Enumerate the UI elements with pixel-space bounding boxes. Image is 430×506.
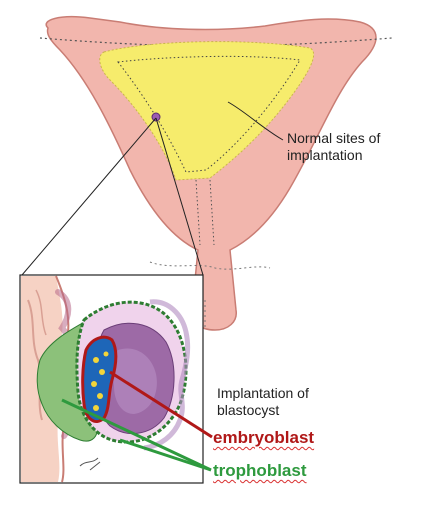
- cavity-dotted-outline: [117, 55, 301, 173]
- normal-implantation-zone: [99, 41, 315, 181]
- normal-sites-line-2: implantation: [287, 147, 363, 163]
- cervix-lines: [149, 261, 271, 270]
- normal-sites-label: Normal sites of implantation: [287, 130, 380, 164]
- trophoblast-pointer-2: [119, 438, 212, 472]
- normal-sites-line-1: Normal sites of: [287, 130, 381, 146]
- blastocyst-inset: [21, 275, 191, 483]
- embryoblast-pointer: [109, 370, 213, 439]
- implantation-site-dot: [151, 112, 161, 122]
- trophoblast-label: trophoblast: [213, 461, 307, 480]
- implantation-line-2: blastocyst: [217, 402, 280, 418]
- embryoblast-label: embryoblast: [213, 428, 315, 447]
- implantation-line-1: Implantation of: [217, 385, 309, 401]
- cervical-canal: [195, 179, 215, 246]
- normal-sites-pointer: [227, 101, 284, 141]
- implantation-label: Implantation of blastocyst: [217, 385, 309, 419]
- trophoblast-pointer-1: [61, 398, 212, 472]
